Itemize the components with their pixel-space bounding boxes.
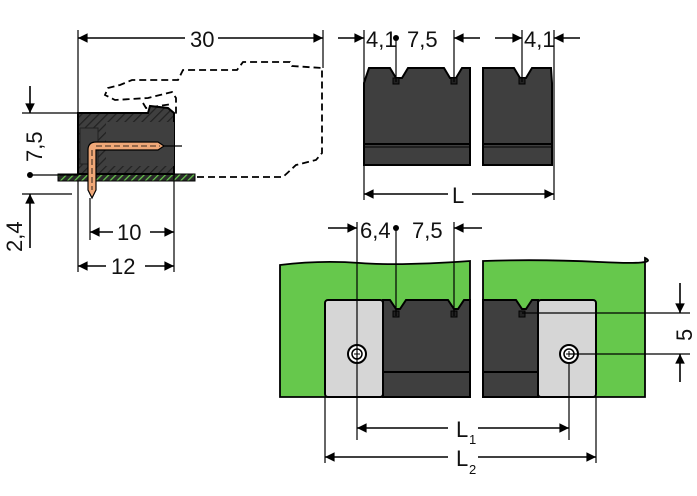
dimension-dot [393, 35, 399, 41]
dim-flange-offset: 5 [672, 329, 697, 341]
dim-height: 7,5 [22, 131, 47, 162]
housing-block-right [482, 67, 553, 166]
flange-view: 6,4 7,5 5 L 1 L 2 [279, 218, 697, 477]
dim-last-pin-offset: 4,1 [524, 27, 555, 52]
top-view: 4,1 7,5 4,1 L [338, 27, 580, 208]
dim-L1: L [456, 417, 468, 442]
dim-pin-to-rear: 10 [117, 220, 141, 245]
mating-plug-outline [103, 61, 323, 178]
dim-length: L [452, 183, 464, 208]
contact-pin [87, 141, 166, 200]
dim-first-pin-offset: 6,4 [360, 218, 391, 243]
dim-L2-subscript: 2 [469, 462, 476, 477]
housing-block-left [363, 67, 471, 166]
dim-housing-depth: 12 [111, 254, 135, 279]
dim-L1-subscript: 1 [469, 432, 476, 447]
pin-marker [518, 310, 526, 318]
dim-first-pin-offset: 4,1 [366, 27, 397, 52]
dimension-dot [393, 225, 399, 231]
dim-pin-below: 2,4 [2, 221, 27, 252]
dim-total-length: 30 [190, 27, 214, 52]
dim-pitch: 7,5 [412, 218, 443, 243]
latch-outline [142, 102, 173, 109]
housing-block-right [482, 299, 539, 398]
dim-L2: L [456, 446, 468, 471]
side-view: 30 7,5 2,4 10 12 [2, 27, 324, 279]
dim-pitch: 7,5 [407, 27, 438, 52]
